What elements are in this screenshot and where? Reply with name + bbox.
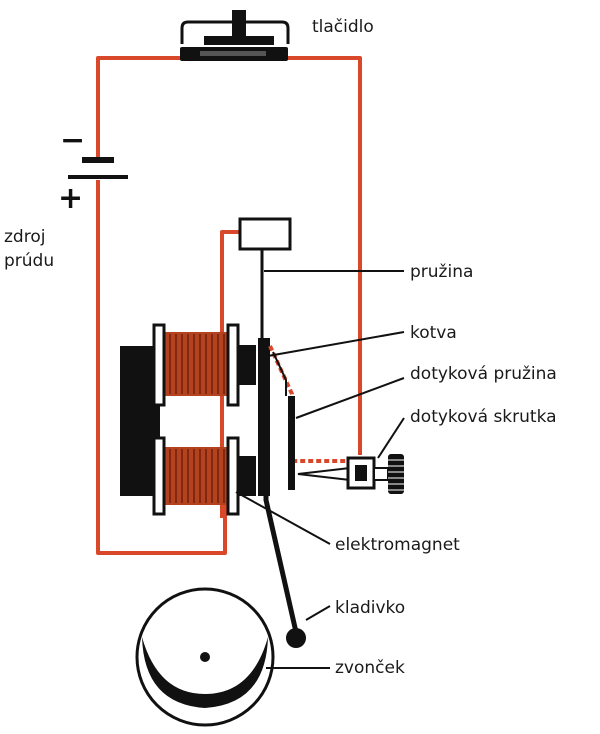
lower-coil-left-flange bbox=[152, 436, 166, 516]
label-contact-spring: dotyková pružina bbox=[410, 364, 557, 384]
label-electromagnet: elektromagnet bbox=[335, 535, 460, 555]
upper-coil-winding bbox=[164, 332, 230, 396]
lower-coil-right-flange bbox=[226, 436, 240, 516]
lower-coil bbox=[152, 436, 256, 516]
upper-coil bbox=[152, 323, 256, 407]
battery-positive-plate bbox=[68, 175, 128, 179]
plus-sign: + bbox=[58, 181, 83, 216]
label-bell: zvonček bbox=[335, 658, 405, 678]
electromagnet-leader bbox=[235, 491, 331, 545]
battery: − + bbox=[58, 123, 128, 216]
lower-coil-winding bbox=[164, 447, 230, 505]
push-button-cap bbox=[232, 10, 246, 40]
contact-screw-shaft bbox=[373, 467, 389, 481]
push-button-base-highlight bbox=[200, 51, 266, 56]
label-spring: pružina bbox=[410, 262, 473, 282]
hammer-leader bbox=[305, 605, 331, 621]
hammer-head bbox=[286, 628, 306, 648]
upper-coil-right-flange bbox=[226, 323, 240, 407]
main-circuit-wire bbox=[96, 56, 227, 555]
lower-pole-piece bbox=[238, 456, 256, 496]
contact-spring bbox=[272, 351, 287, 396]
label-power-source-line1: zdroj bbox=[4, 227, 45, 247]
bell-rim bbox=[142, 637, 268, 708]
upper-coil-left-flange bbox=[152, 323, 166, 407]
contact-screw-nut-inner bbox=[355, 465, 367, 481]
contact-screw-tip bbox=[297, 466, 351, 482]
label-hammer: kladivko bbox=[335, 598, 405, 618]
push-button bbox=[180, 10, 290, 61]
upper-pole-piece bbox=[238, 345, 256, 385]
contact-spring-red bbox=[268, 345, 362, 463]
battery-negative-plate bbox=[82, 157, 114, 163]
battery-wire-gap bbox=[90, 159, 108, 180]
hammer-arm bbox=[263, 494, 299, 633]
label-power-source-line2: prúdu bbox=[4, 251, 54, 271]
label-push-button: tlačidlo bbox=[312, 17, 374, 37]
contact-spring-leader bbox=[295, 377, 405, 419]
label-armature: kotva bbox=[410, 323, 457, 343]
return-wire bbox=[280, 56, 362, 455]
contact-screw bbox=[297, 454, 404, 494]
contact-spring-plate bbox=[288, 396, 295, 490]
leader-lines bbox=[235, 270, 405, 669]
armature-leader bbox=[267, 331, 405, 357]
spring-mount-block bbox=[238, 217, 292, 251]
armature bbox=[258, 338, 270, 496]
minus-sign: − bbox=[60, 123, 85, 158]
bell bbox=[135, 587, 275, 727]
label-contact-screw: dotyková skrutka bbox=[410, 407, 557, 427]
push-button-top-plate bbox=[204, 36, 274, 45]
contact-screw-leader bbox=[377, 417, 405, 459]
bell-center-bolt bbox=[200, 652, 210, 662]
